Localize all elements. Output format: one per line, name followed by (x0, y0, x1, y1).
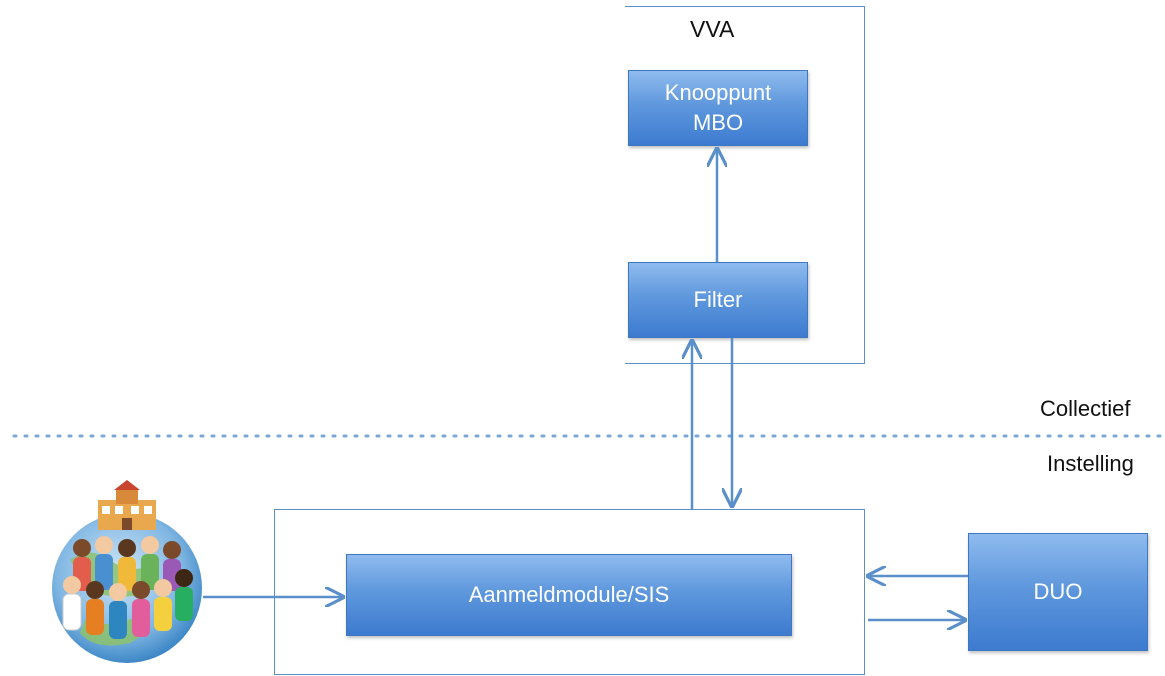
instelling-frame (274, 509, 865, 675)
duo-box[interactable]: DUO (968, 533, 1148, 651)
instelling-label: Instelling (1047, 451, 1134, 476)
collectief-label: Collectief (1040, 396, 1131, 421)
knooppunt-mbo-box[interactable]: Knooppunt MBO (628, 70, 808, 146)
vva-label: VVA (690, 16, 735, 42)
filter-box[interactable]: Filter (628, 262, 808, 338)
aanmeldmodule-box[interactable]: Aanmeldmodule/SIS (346, 554, 792, 636)
vva-frame (625, 6, 865, 364)
